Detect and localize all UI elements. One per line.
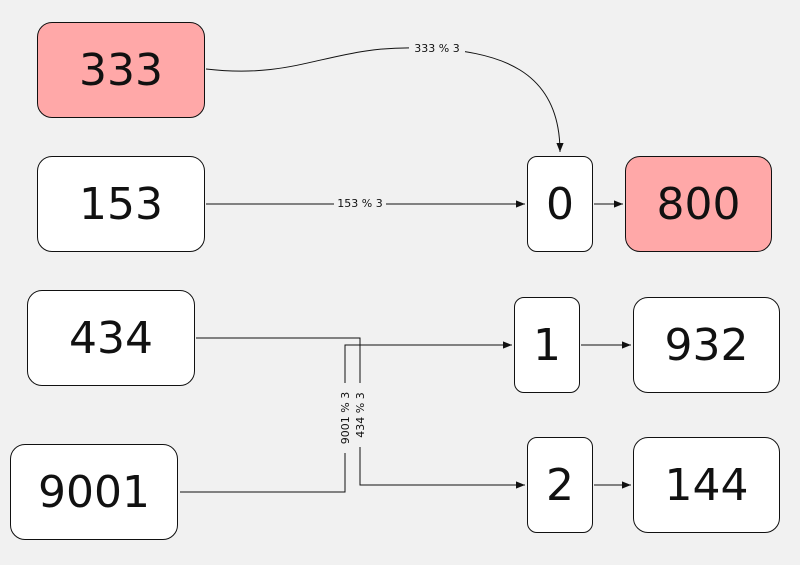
key-label-9001: 9001 [38, 466, 150, 518]
bucket-label-2: 2 [546, 459, 574, 511]
value-label-932: 932 [664, 319, 749, 371]
bucket-label-1: 1 [533, 319, 561, 371]
key-node-9001: 9001 [10, 444, 178, 540]
edge-label-434: 434 % 3 [354, 392, 367, 437]
value-label-800: 800 [656, 178, 741, 230]
edge-label-153: 153 % 3 [337, 197, 382, 210]
edge-label-333: 333 % 3 [414, 42, 459, 55]
bucket-node-1: 1 [514, 297, 580, 393]
key-node-434: 434 [27, 290, 195, 386]
key-node-333: 333 [37, 22, 205, 118]
value-node-144: 144 [633, 437, 780, 533]
bucket-node-2: 2 [527, 437, 593, 533]
edge-333-to-0 [205, 47, 564, 153]
edge-label-9001: 9001 % 3 [339, 392, 352, 444]
key-label-153: 153 [79, 178, 163, 230]
key-label-333: 333 [79, 44, 163, 96]
value-node-932: 932 [633, 297, 780, 393]
bucket-label-0: 0 [546, 178, 574, 230]
key-node-153: 153 [37, 156, 205, 252]
value-label-144: 144 [664, 459, 749, 511]
value-node-800: 800 [625, 156, 772, 252]
bucket-node-0: 0 [527, 156, 593, 252]
key-label-434: 434 [69, 312, 153, 364]
